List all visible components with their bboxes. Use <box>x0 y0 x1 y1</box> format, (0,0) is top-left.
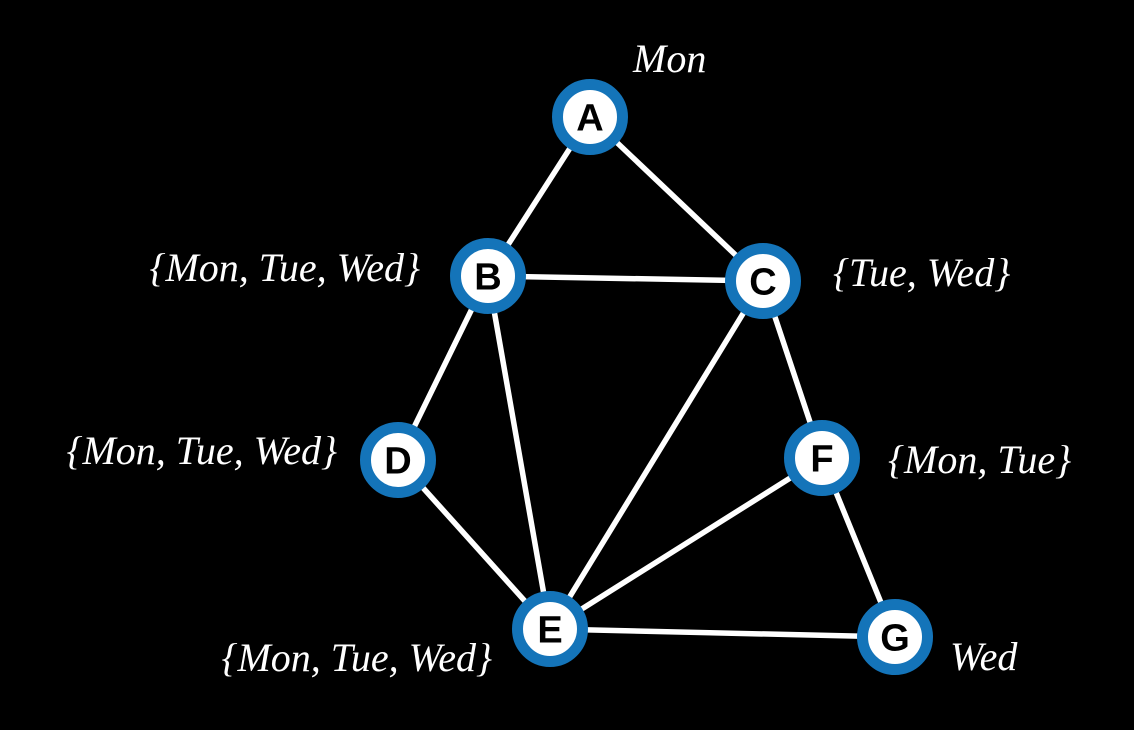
node-letter-E: E <box>537 610 562 652</box>
node-D: D <box>360 422 436 498</box>
node-circle-F <box>784 420 860 496</box>
node-G: G <box>857 599 933 675</box>
node-letter-F: F <box>810 439 833 481</box>
node-letter-G: G <box>880 618 910 660</box>
node-circle-B <box>450 238 526 314</box>
node-A: A <box>552 79 628 155</box>
node-circle-G <box>857 599 933 675</box>
domain-label-B: {Mon, Tue, Wed} <box>149 245 420 290</box>
domain-label-F: {Mon, Tue} <box>888 437 1071 482</box>
domain-label-C: {Tue, Wed} <box>833 250 1010 295</box>
node-circle-C <box>725 243 801 319</box>
edge-B-E <box>485 273 553 632</box>
node-letter-B: B <box>474 257 501 299</box>
edge-E-F <box>547 455 825 632</box>
node-C: C <box>725 243 801 319</box>
domain-label-E: {Mon, Tue, Wed} <box>221 635 492 680</box>
edge-C-E <box>547 278 766 632</box>
node-circle-E <box>512 591 588 667</box>
node-circle-D <box>360 422 436 498</box>
domain-label-A: Mon <box>632 36 706 81</box>
node-circle-A <box>552 79 628 155</box>
domain-label-G: Wed <box>950 634 1018 679</box>
edge-B-C <box>485 273 766 284</box>
node-letter-C: C <box>749 262 776 304</box>
edge-A-C <box>587 114 766 284</box>
node-B: B <box>450 238 526 314</box>
domain-label-D: {Mon, Tue, Wed} <box>66 428 337 473</box>
edge-E-G <box>547 626 898 640</box>
node-F: F <box>784 420 860 496</box>
node-letter-D: D <box>384 441 411 483</box>
node-E: E <box>512 591 588 667</box>
node-letter-A: A <box>576 98 603 140</box>
